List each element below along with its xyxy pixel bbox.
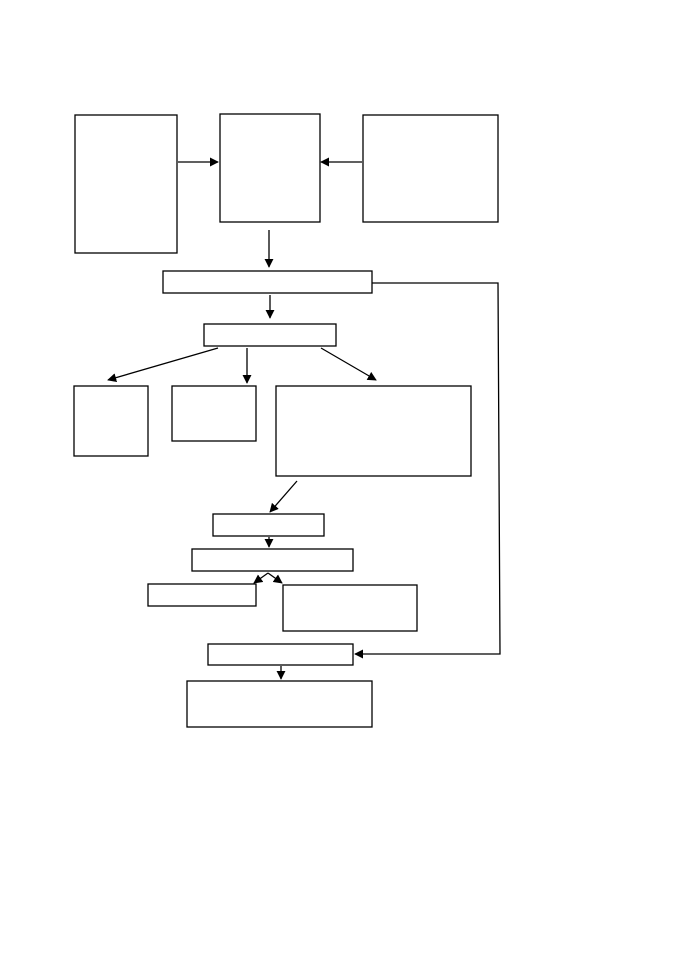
node-branch-right-box xyxy=(275,385,472,477)
node-branch-right xyxy=(275,385,472,477)
edge-stage-2-to-branch-right xyxy=(320,347,377,381)
node-top-right-box xyxy=(362,114,499,223)
edge-stage-4-to-split-right xyxy=(267,572,283,584)
node-final xyxy=(186,680,373,728)
node-split-right-box xyxy=(282,584,418,632)
node-branch-middle-box xyxy=(171,385,257,442)
edge-branch-right-to-stage-3 xyxy=(269,480,298,513)
node-stage-3 xyxy=(212,513,325,537)
node-stage-5-box xyxy=(207,643,354,666)
node-top-center-box xyxy=(219,113,321,223)
node-stage-2-box xyxy=(203,323,337,347)
edge-stage-1-to-stage-5 xyxy=(354,282,501,659)
node-split-left-box xyxy=(147,583,257,607)
edge-stage-2-to-branch-left xyxy=(107,347,219,383)
node-stage-4-box xyxy=(191,548,354,572)
node-stage-1 xyxy=(162,270,373,294)
edges xyxy=(107,157,501,680)
node-split-right xyxy=(282,584,418,632)
node-split-left xyxy=(147,583,257,607)
node-top-left xyxy=(74,114,178,254)
node-final-box xyxy=(186,680,373,728)
node-top-left-box xyxy=(74,114,178,254)
edge-stage-4-to-split-left xyxy=(253,572,269,584)
node-stage-2 xyxy=(203,323,337,347)
node-top-center xyxy=(219,113,321,223)
node-stage-4 xyxy=(191,548,354,572)
nodes xyxy=(73,113,499,728)
node-top-right xyxy=(362,114,499,223)
node-branch-left xyxy=(73,385,149,457)
node-stage-5 xyxy=(207,643,354,666)
node-branch-middle xyxy=(171,385,257,442)
node-branch-left-box xyxy=(73,385,149,457)
node-stage-1-box xyxy=(162,270,373,294)
node-stage-3-box xyxy=(212,513,325,537)
